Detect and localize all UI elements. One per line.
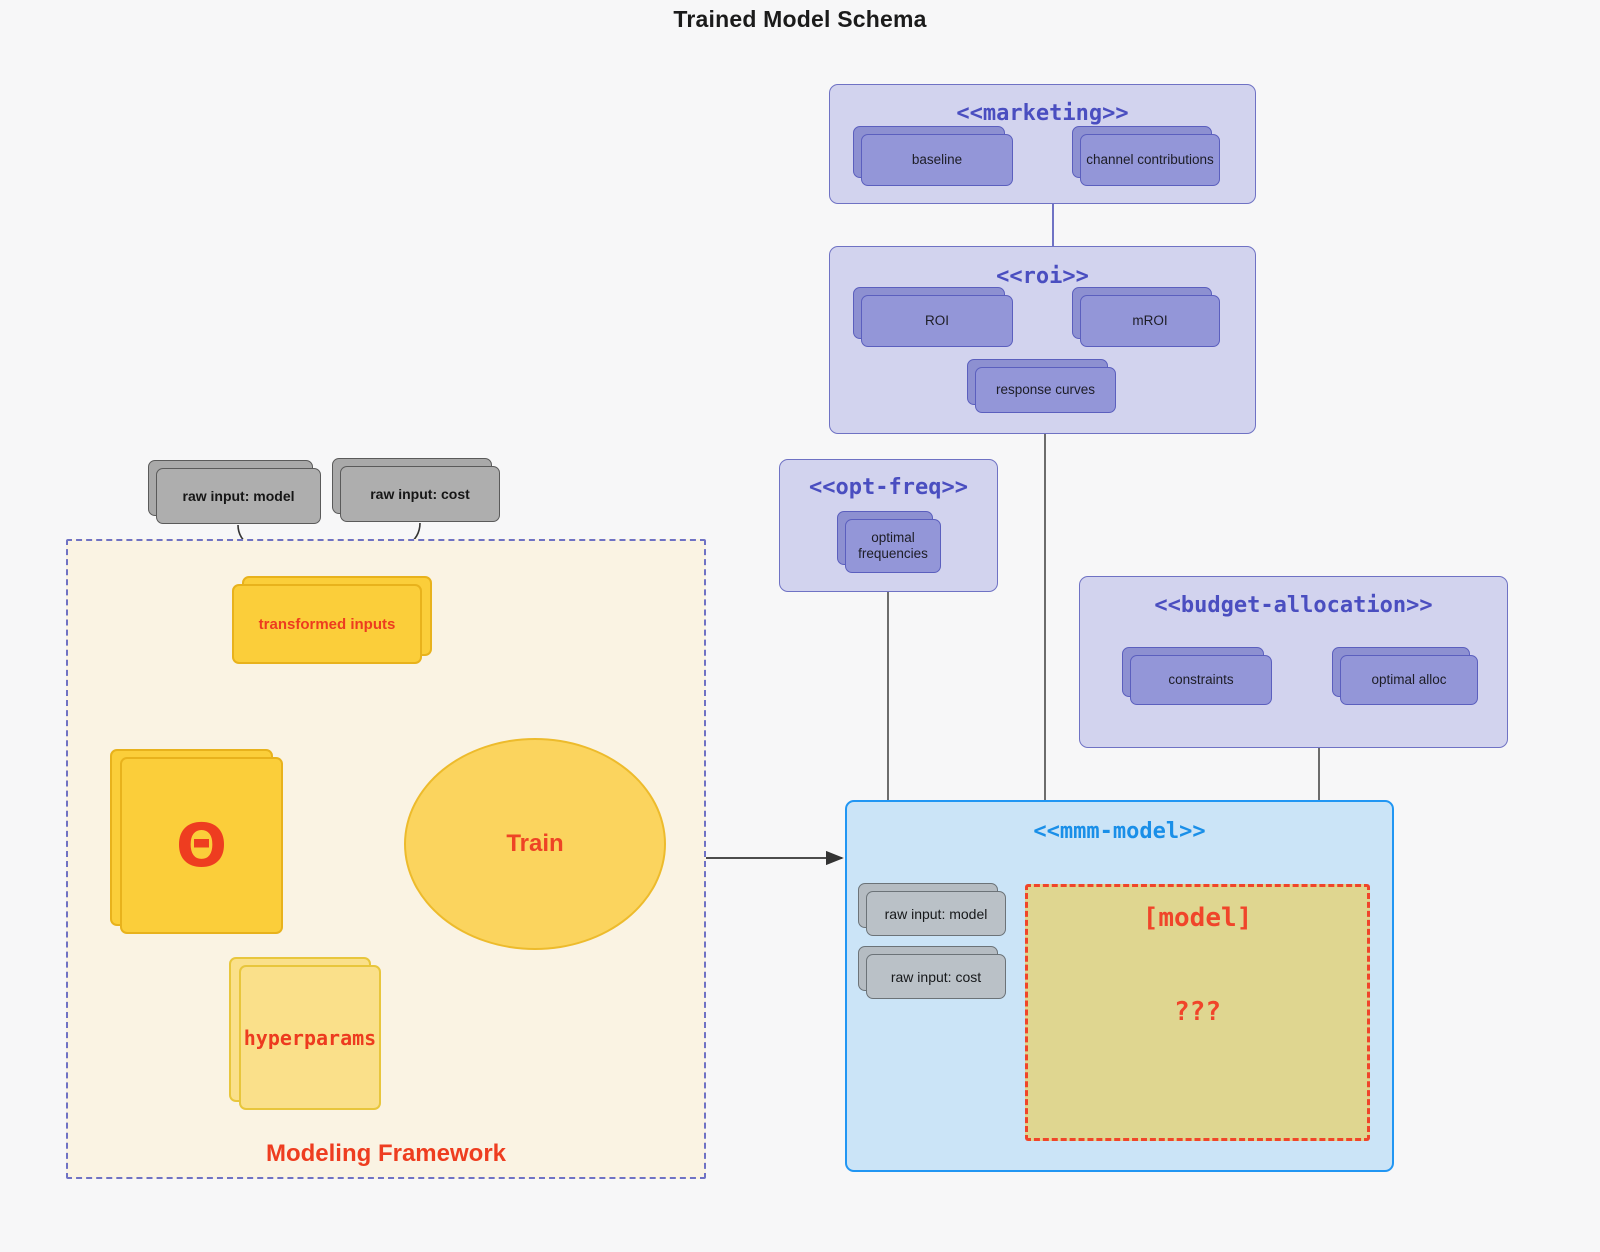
- node-response-curves-label: response curves: [975, 367, 1116, 413]
- model-placeholder-box[interactable]: [model] ???: [1025, 884, 1370, 1141]
- node-channel-contributions[interactable]: channel contributions: [1072, 126, 1220, 186]
- node-mmm-raw-input-model-label: raw input: model: [866, 891, 1006, 936]
- node-roi[interactable]: ROI: [853, 287, 1013, 347]
- package-budget-allocation-title: <<budget-allocation>>: [1154, 593, 1433, 618]
- node-constraints[interactable]: constraints: [1122, 647, 1272, 705]
- node-mmm-raw-input-model[interactable]: raw input: model: [858, 883, 1006, 936]
- node-optimal-alloc[interactable]: optimal alloc: [1332, 647, 1478, 705]
- node-transformed-inputs-label: transformed inputs: [232, 584, 422, 664]
- node-hyperparams-label: hyperparams: [239, 965, 381, 1110]
- node-hyperparams[interactable]: hyperparams: [229, 957, 381, 1110]
- node-roi-label: ROI: [861, 295, 1013, 347]
- node-raw-input-model[interactable]: raw input: model: [148, 460, 321, 524]
- model-placeholder-title: [model]: [1142, 903, 1253, 933]
- node-baseline[interactable]: baseline: [853, 126, 1013, 186]
- node-response-curves[interactable]: response curves: [967, 359, 1116, 413]
- node-baseline-label: baseline: [861, 134, 1013, 186]
- node-mmm-raw-input-cost[interactable]: raw input: cost: [858, 946, 1006, 999]
- package-roi-title: <<roi>>: [996, 264, 1089, 289]
- node-transformed-inputs[interactable]: transformed inputs: [232, 576, 432, 664]
- node-optimal-alloc-label: optimal alloc: [1340, 655, 1478, 705]
- node-raw-input-cost-label: raw input: cost: [340, 466, 500, 522]
- node-constraints-label: constraints: [1130, 655, 1272, 705]
- node-optimal-frequencies[interactable]: optimal frequencies: [837, 511, 941, 573]
- node-mmm-raw-input-cost-label: raw input: cost: [866, 954, 1006, 999]
- node-mroi[interactable]: mROI: [1072, 287, 1220, 347]
- package-opt-freq-title: <<opt-freq>>: [809, 475, 968, 500]
- package-mmm-model-title: <<mmm-model>>: [1033, 819, 1206, 844]
- model-placeholder-unknown: ???: [1174, 997, 1221, 1027]
- node-raw-input-model-label: raw input: model: [156, 468, 321, 524]
- modeling-framework-label: Modeling Framework: [265, 1140, 507, 1167]
- node-theta[interactable]: Θ: [110, 749, 283, 934]
- node-optimal-frequencies-label: optimal frequencies: [845, 519, 941, 573]
- node-channel-contributions-label: channel contributions: [1080, 134, 1220, 186]
- package-marketing-title: <<marketing>>: [956, 101, 1129, 126]
- node-theta-card: Θ: [120, 757, 283, 934]
- theta-icon: Θ: [175, 810, 227, 881]
- train-activity[interactable]: Train: [404, 738, 666, 950]
- node-raw-input-cost[interactable]: raw input: cost: [332, 458, 500, 522]
- page-title: Trained Model Schema: [673, 6, 927, 32]
- node-mroi-label: mROI: [1080, 295, 1220, 347]
